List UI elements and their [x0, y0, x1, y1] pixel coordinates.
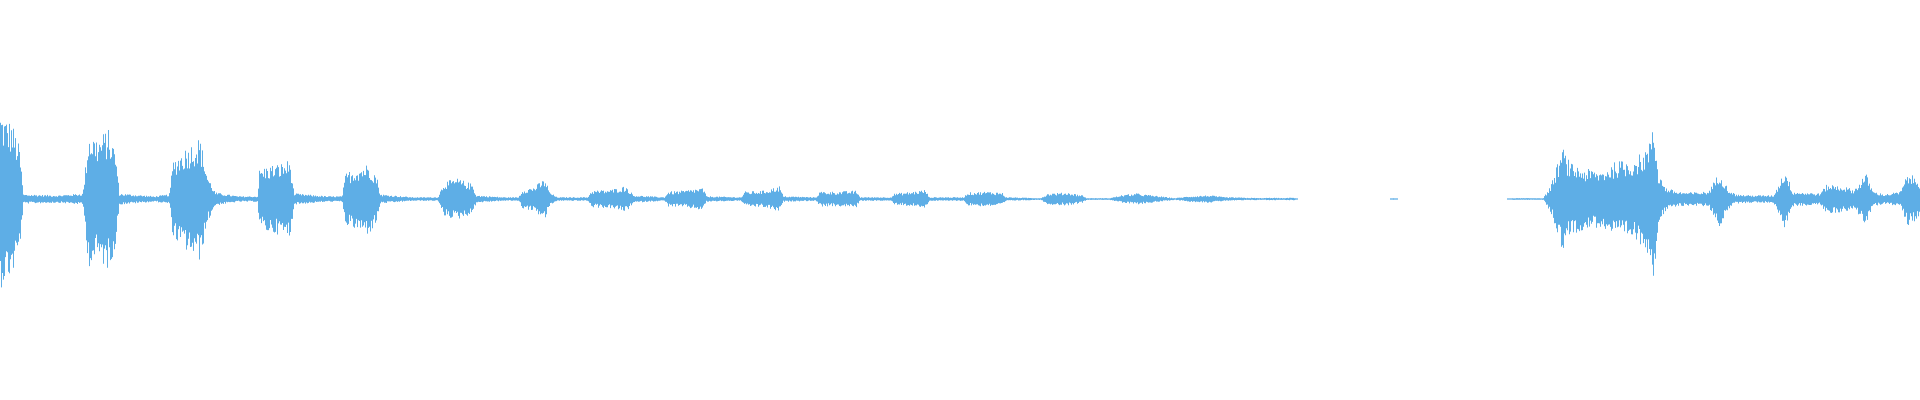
- waveform-path: [0, 122, 1920, 288]
- waveform-samples: [0, 122, 1920, 288]
